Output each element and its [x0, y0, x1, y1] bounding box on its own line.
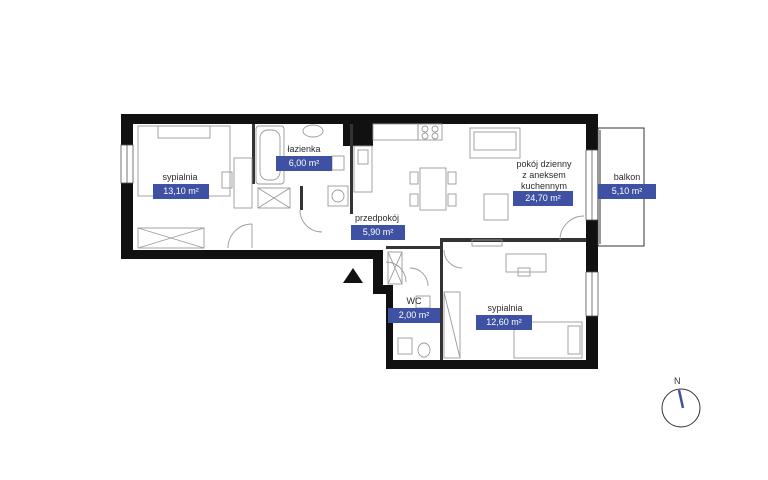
bathtub — [255, 125, 285, 185]
desk-1 — [233, 157, 253, 209]
windows — [120, 144, 599, 317]
balcony-name: balkon — [613, 172, 641, 182]
bathroom-name: łazienka — [287, 144, 321, 154]
bed-2 — [513, 321, 583, 359]
wardrobe-2 — [443, 291, 461, 359]
hall-name: przedpokój — [354, 213, 400, 223]
bedroom2-area: 12,60 m² — [476, 315, 532, 330]
wc-name: WC — [406, 296, 422, 306]
coffee-table — [483, 193, 509, 221]
sofa — [469, 127, 521, 159]
furniture — [137, 123, 585, 359]
compass-needle-icon — [677, 389, 685, 409]
wc-area: 2,00 m² — [388, 308, 440, 323]
dining-table — [419, 167, 447, 211]
desk-2 — [505, 253, 547, 273]
living-room-area: 24,70 m² — [513, 191, 573, 206]
entry-wardrobe — [387, 251, 403, 285]
bedroom1-area: 13,10 m² — [153, 184, 209, 199]
wardrobe-1 — [137, 227, 205, 249]
compass-circle — [661, 388, 701, 428]
bathroom-area: 6,00 m² — [276, 156, 332, 171]
bath-sink — [302, 124, 324, 138]
hall-area: 5,90 m² — [351, 225, 405, 240]
balcony-area: 5,10 m² — [598, 184, 656, 199]
bedroom2-name: sypialnia — [487, 303, 523, 313]
cooktop — [417, 123, 443, 141]
living-room-name: pokój dzienny z aneksem kuchennym — [516, 159, 572, 191]
bedroom1-name: sypialnia — [162, 172, 198, 182]
washing-machine — [327, 185, 349, 207]
north-compass — [661, 388, 701, 428]
kitchen-counter — [353, 145, 373, 193]
walls — [121, 114, 598, 369]
entrance-arrow-icon — [343, 268, 363, 283]
hall-closet — [257, 187, 291, 209]
wc-toilet — [397, 337, 413, 355]
compass-north-label: N — [674, 376, 681, 386]
